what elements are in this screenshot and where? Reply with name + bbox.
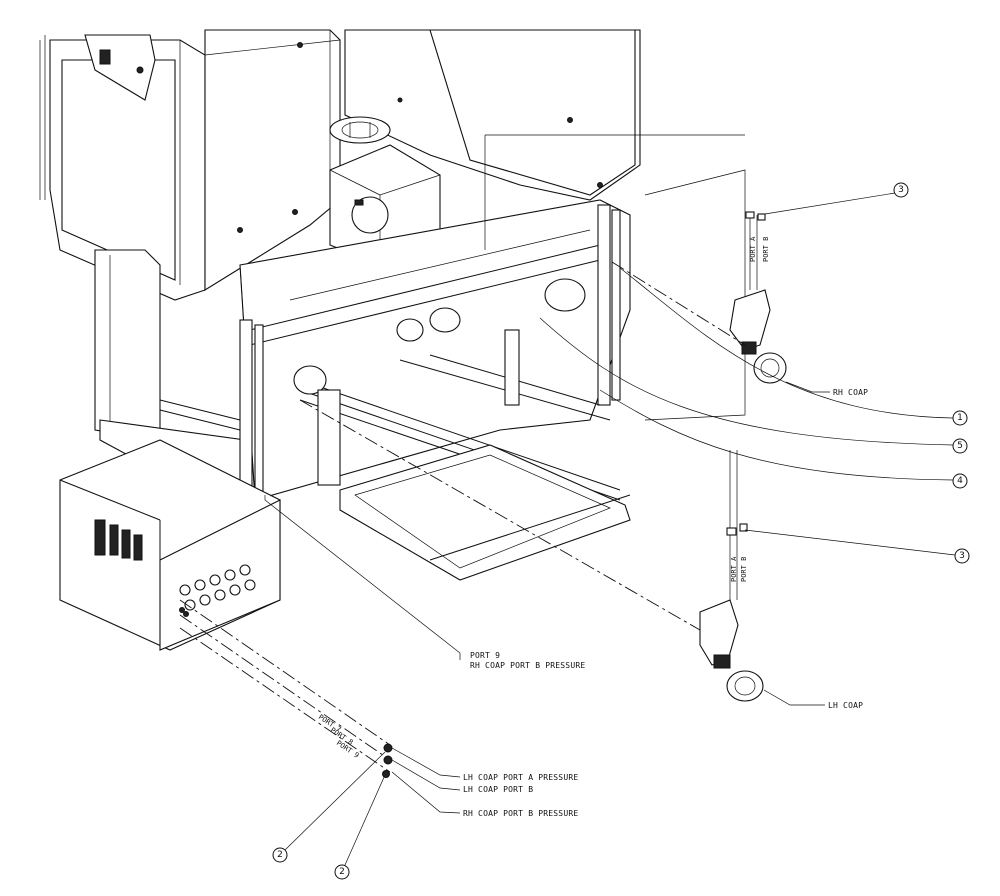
- balloon-5: 5: [952, 438, 968, 454]
- lh-coap-valve: [299, 399, 764, 702]
- port-b-bottom-label: PORT B: [740, 557, 748, 582]
- hopper-right: [329, 29, 641, 201]
- balloon-2-right: 2: [334, 864, 350, 880]
- svg-text:3: 3: [959, 551, 965, 561]
- svg-text:3: 3: [898, 185, 904, 195]
- rh-coap-valve: [611, 211, 787, 384]
- lower-tray: [339, 444, 631, 581]
- electrical-box: [59, 439, 281, 651]
- svg-text:5: 5: [957, 441, 963, 451]
- port9-desc-label: RH COAP PORT B PRESSURE: [470, 661, 585, 670]
- port-a-top-label: PORT A: [749, 236, 757, 262]
- svg-text:4: 4: [957, 476, 963, 486]
- port-b-top-label: PORT B: [762, 237, 770, 262]
- balloon-3-bottom: 3: [954, 548, 970, 564]
- bracket-panel: [484, 134, 746, 421]
- balloon-3-top: 3: [893, 182, 909, 198]
- leader-lines: [179, 192, 956, 866]
- port-a-bottom-label: PORT A: [730, 556, 738, 582]
- balloon-1: 1: [952, 410, 968, 426]
- balloon-4: 4: [952, 473, 968, 489]
- svg-text:1: 1: [957, 413, 963, 423]
- port9-title-label: PORT 9: [470, 651, 500, 660]
- lh-coap-label: LH COAP: [828, 701, 863, 710]
- balloon-2-left: 2: [272, 847, 288, 863]
- rh-coap-label: RH COAP: [833, 388, 868, 397]
- rh-port-b-pressure-label: RH COAP PORT B PRESSURE: [463, 809, 578, 818]
- lh-port-a-pressure-label: LH COAP PORT A PRESSURE: [463, 773, 578, 782]
- svg-text:2: 2: [277, 850, 283, 860]
- lh-port-b-label: LH COAP PORT B: [463, 785, 533, 794]
- svg-text:2: 2: [339, 867, 345, 877]
- hopper-left: [39, 34, 206, 301]
